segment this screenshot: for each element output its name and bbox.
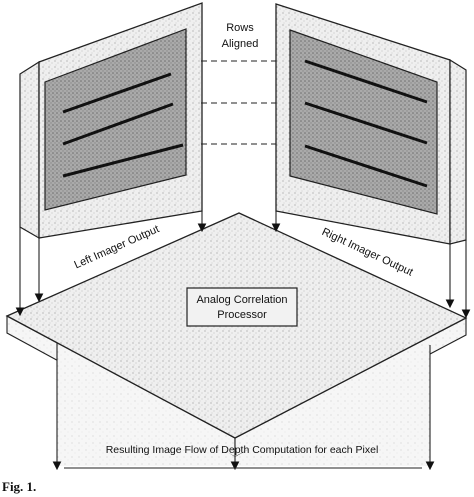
left-row-line xyxy=(62,102,174,146)
right-row-line xyxy=(304,144,428,188)
processor-label-1: Analog Correlation xyxy=(196,294,287,306)
left-imager-screen xyxy=(44,28,187,211)
left-imager xyxy=(19,2,203,240)
left-row-line xyxy=(62,72,172,114)
output-curtain xyxy=(57,338,430,466)
rows-aligned-label-1: Rows xyxy=(226,22,254,34)
right-imager xyxy=(275,3,467,245)
left-imager-side xyxy=(19,60,40,240)
processor-box xyxy=(186,287,298,327)
result-flow-label: Resulting Image Flow of Depth Computatio… xyxy=(106,444,379,456)
right-row-line xyxy=(304,101,428,145)
imager-output-arrows xyxy=(15,211,471,319)
left-row-line xyxy=(62,143,184,178)
rows-aligned-label-2: Aligned xyxy=(222,38,259,50)
right-imager-side xyxy=(449,58,467,245)
figure-caption: Fig. 1. xyxy=(2,479,36,494)
processor-label-2: Processor xyxy=(217,309,267,321)
right-row-line xyxy=(304,59,428,104)
row-alignment-dashes xyxy=(201,60,276,145)
